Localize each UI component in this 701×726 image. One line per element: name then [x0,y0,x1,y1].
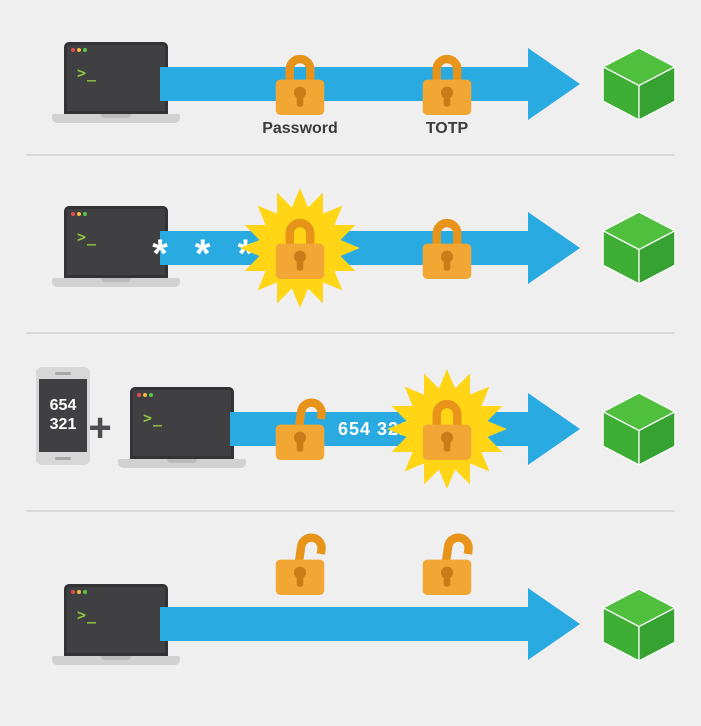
phone-icon: 654 321 [36,367,90,465]
padlock-unlocked-icon [419,524,475,597]
window-control-dots-icon [137,393,231,397]
terminal-prompt: >_ [77,64,98,82]
section-divider [26,332,675,334]
window-control-dots-icon [71,212,165,216]
laptop-icon: >_ [52,206,180,287]
laptop-base [52,656,180,665]
padlock-locked-icon [419,389,475,462]
phone-speaker [55,372,71,375]
server-cube-icon [600,209,678,287]
row-factors-overview: >_ Password TOTP [0,0,701,154]
server-cube-icon [600,586,678,664]
laptop-base [52,114,180,123]
flow-arrow-head [528,588,580,660]
padlock-unlocked-icon [272,389,328,462]
laptop-icon: >_ [52,584,180,665]
padlock-locked-icon [272,208,328,281]
totp-code-text: 654 321 [337,418,411,439]
padlock-locked-icon [272,44,328,117]
section-divider [26,154,675,156]
window-control-dots-icon [71,48,165,52]
plus-sign: + [88,406,112,450]
terminal-prompt: >_ [143,409,164,427]
flow-arrow-head [528,48,580,120]
laptop-base [118,459,246,468]
flow-arrow-head [528,393,580,465]
phone-home-button [55,457,71,460]
row-password-verification: >_ * * * * [0,156,701,332]
padlock-locked-icon [419,208,475,281]
terminal-screen: >_ [64,42,168,114]
server-cube-icon [600,390,678,468]
terminal-screen: >_ [64,206,168,278]
terminal-prompt: >_ [77,606,98,624]
row-totp-verification: 654 321 + >_ 654 321 [0,334,701,510]
password-label: Password [262,120,338,137]
totp-code-line2: 321 [49,415,77,433]
laptop-base [52,278,180,287]
padlock-unlocked-icon [272,524,328,597]
flow-arrow-head [528,212,580,284]
window-control-dots-icon [71,590,165,594]
terminal-screen: >_ [130,387,234,459]
padlock-locked-icon [419,44,475,117]
terminal-prompt: >_ [77,228,98,246]
totp-label: TOTP [425,120,469,137]
terminal-screen: >_ [64,584,168,656]
phone-screen: 654 321 [39,379,87,452]
laptop-icon: >_ [118,387,246,468]
laptop-icon: >_ [52,42,180,123]
flow-arrow-shaft [160,607,528,641]
totp-code-line1: 654 [49,396,77,414]
row-authenticated-session: >_ [0,512,701,726]
section-divider [26,510,675,512]
server-cube-icon [600,45,678,123]
